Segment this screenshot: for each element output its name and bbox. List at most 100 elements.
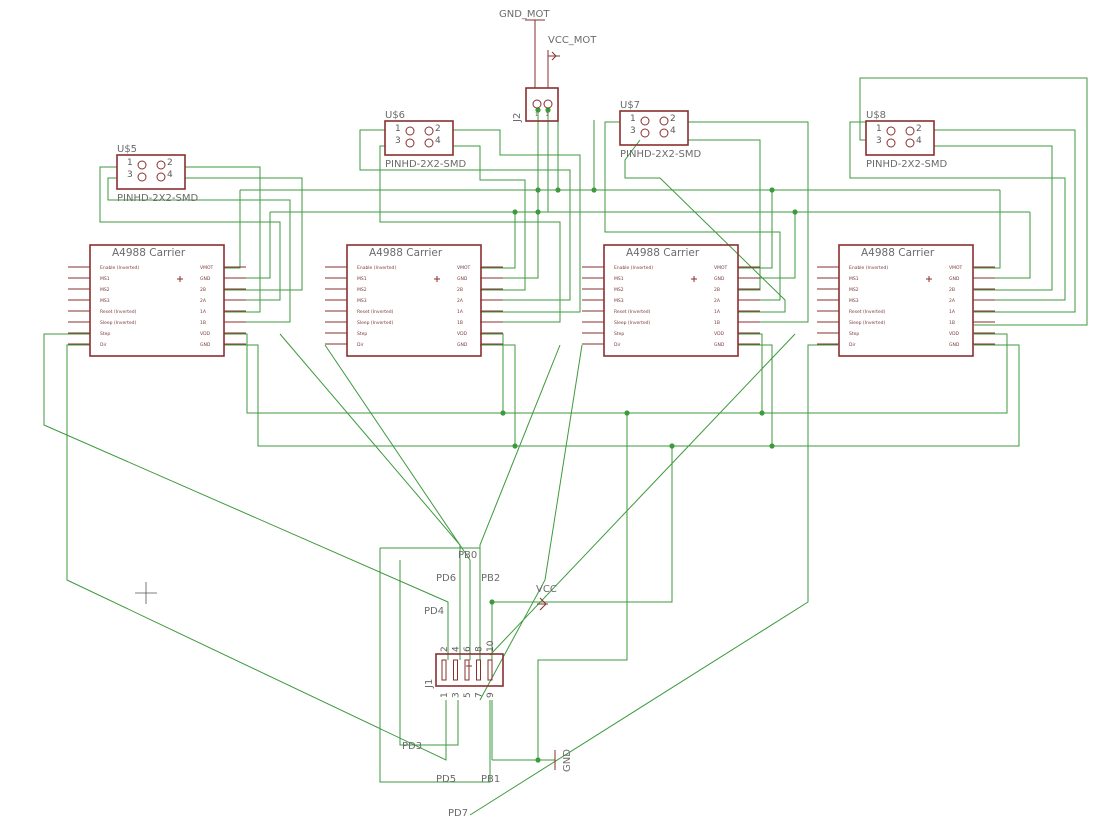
driver-left-pin-label: Sleep (Inverted) [849, 320, 886, 326]
driver-title: A4988 Carrier [369, 247, 443, 259]
junction [512, 209, 518, 215]
vcc-mot-label: VCC_MOT [548, 35, 597, 46]
wire [934, 129, 1076, 313]
driver-left-pin-label: Enable (Inverted) [100, 265, 139, 271]
driver-right-pin-label: 2A [200, 298, 207, 304]
junctions [489, 107, 798, 763]
header-ref: U$7 [620, 100, 640, 111]
driver-left-pin-label: Dir [100, 342, 107, 348]
header-package: PINHD-2X2-SMD [117, 193, 198, 204]
wire [185, 166, 261, 313]
driver-left-pin-label: Reset (Inverted) [849, 309, 886, 315]
driver-left-pin-label: MS3 [357, 298, 367, 304]
wire [107, 177, 291, 323]
j1-bottom-pin: 3 [452, 692, 462, 698]
driver-left-pin-label: Enable (Inverted) [614, 265, 653, 271]
net-labels: PB0 PD6 PB2 PD4 PD3 PD5 PB1 PD7 [402, 550, 500, 819]
net-label-pb1: PB1 [481, 774, 500, 785]
wire [224, 190, 241, 269]
driver-right-pin-label: VMOT [457, 265, 471, 271]
junction [535, 209, 541, 215]
gnd-label: GND [562, 749, 573, 772]
driver-right-pin-label: GND [949, 276, 960, 282]
wire [479, 344, 561, 660]
header-u8: 1 2 3 4 U$8 PINHD-2X2-SMD [865, 110, 947, 170]
driver-left-pin-label: Step [100, 331, 110, 337]
driver-right-pin-label: 2A [949, 298, 956, 304]
wire [934, 145, 1053, 291]
power-gnd-mot: GND_MOT [499, 9, 550, 88]
j1-top-pin: 10 [486, 640, 496, 652]
junction [669, 443, 675, 449]
driver-right-pin-label: 2B [714, 287, 720, 293]
header-pin: 4 [167, 170, 173, 180]
driver-left-pin-label: MS2 [357, 287, 367, 293]
header-pin: 3 [127, 170, 133, 180]
header-package: PINHD-2X2-SMD [385, 159, 466, 170]
wire [738, 333, 763, 413]
wire [399, 560, 459, 746]
driver-right-pin-label: 1B [200, 320, 206, 326]
wire [469, 344, 838, 816]
j1-bottom-pin: 9 [486, 692, 496, 698]
junction [792, 209, 798, 215]
driver-left-pin-label: MS1 [614, 276, 624, 282]
crosshair-cursor-icon [135, 582, 157, 604]
wire [43, 333, 449, 660]
driver-right-pin-label: VDD [200, 331, 211, 337]
wire [738, 190, 773, 269]
header-pin: 4 [435, 136, 441, 146]
driver-title: A4988 Carrier [626, 247, 700, 259]
header-pin: 1 [630, 114, 636, 124]
driver-left-pin-label: Step [357, 331, 367, 337]
wire [479, 344, 583, 701]
wires [43, 77, 1088, 816]
header-pin: 2 [670, 114, 676, 124]
driver-right-pin-label: 2B [200, 287, 206, 293]
driver-left-pin-label: MS1 [849, 276, 859, 282]
driver-left-pin-label: Dir [357, 342, 364, 348]
headers: 1 2 3 4 U$5 PINHD-2X2-SMD 1 2 3 4 U$6 PI… [116, 100, 947, 204]
wire [859, 77, 1088, 326]
connector-j2: J2 1 2 [512, 87, 559, 123]
driver-right-pin-label: VDD [457, 331, 468, 337]
gnd-mot-label: GND_MOT [499, 9, 550, 20]
driver-left-pin-label: MS2 [849, 287, 859, 293]
driver-right-pin-label: 2B [949, 287, 955, 293]
driver-left-pin-label: Dir [849, 342, 856, 348]
header-package: PINHD-2X2-SMD [866, 159, 947, 170]
header-package: PINHD-2X2-SMD [620, 149, 701, 160]
header-pin: 4 [916, 136, 922, 146]
driver-left-pin-label: MS1 [357, 276, 367, 282]
wire [974, 190, 1001, 269]
junction [545, 107, 551, 113]
header-ref: U$5 [117, 144, 137, 155]
power-vcc: VCC [536, 584, 557, 611]
driver-right-pin-label: VMOT [949, 265, 963, 271]
driver-left-pin-label: Sleep (Inverted) [357, 320, 394, 326]
wire [489, 333, 796, 656]
header-u6: 1 2 3 4 U$6 PINHD-2X2-SMD [384, 110, 466, 170]
wire [624, 139, 786, 313]
junction [769, 187, 775, 193]
wire [480, 344, 516, 446]
wire [453, 145, 526, 291]
j1-ref: J1 [424, 679, 435, 689]
j1-bottom-pin: 1 [440, 692, 450, 698]
wire [453, 129, 581, 313]
driver-left-pin-label: MS3 [614, 298, 624, 304]
driver-left-pin-label: Reset (Inverted) [614, 309, 651, 315]
j2-pin-1: 1 [535, 112, 538, 118]
driver-left-pin-label: Reset (Inverted) [100, 309, 137, 315]
wire [688, 139, 761, 291]
header-u7: 1 2 3 4 U$7 PINHD-2X2-SMD [619, 100, 701, 160]
junction [489, 599, 495, 605]
driver-right-pin-label: 1A [457, 309, 464, 315]
